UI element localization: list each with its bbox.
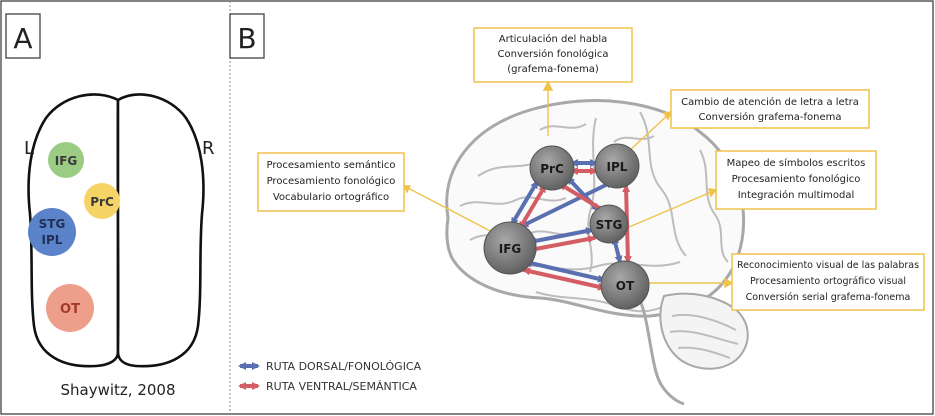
node-prc: PrC	[530, 146, 574, 190]
left-label: L	[24, 138, 34, 159]
callout-ipl-line-1: Cambio de atención de letra a letra	[681, 96, 859, 108]
callout-prc-line-2: Conversión fonológica	[498, 48, 609, 60]
callout-ifg-line-2: Procesamiento fonológico	[267, 175, 396, 187]
node-stg-label: STG	[596, 218, 623, 232]
citation: Shaywitz, 2008	[61, 381, 176, 399]
node-ot: OT	[601, 261, 649, 309]
callout-stg-line-2: Procesamiento fonológico	[732, 173, 861, 185]
callout-ot: Reconocimiento visual de las palabras Pr…	[732, 254, 924, 310]
region-ot: OT	[46, 284, 94, 332]
leader-ifg-arrowhead	[404, 186, 410, 192]
region-stg-ipl: STG IPL	[28, 208, 76, 256]
panel-b-letter-box: B	[230, 14, 264, 58]
callout-ot-line-1: Reconocimiento visual de las palabras	[737, 260, 919, 271]
legend-ventral-label: RUTA VENTRAL/SEMÁNTICA	[266, 380, 417, 393]
node-ipl: IPL	[595, 144, 639, 188]
panel-a-letter: A	[13, 22, 32, 55]
region-ifg: IFG	[48, 142, 84, 178]
callout-ifg-line-3: Vocabulario ortográfico	[273, 191, 389, 203]
region-ot-label: OT	[60, 302, 80, 317]
panel-a-letter-box: A	[6, 14, 40, 58]
callout-ot-line-2: Procesamiento ortográfico visual	[750, 276, 906, 287]
node-ifg: IFG	[484, 222, 536, 274]
leader-prc-arrowhead	[544, 82, 552, 90]
callout-prc-line-1: Articulación del habla	[499, 33, 607, 45]
region-prc: PrC	[84, 183, 120, 219]
region-prc-label: PrC	[90, 195, 114, 209]
callout-stg: Mapeo de símbolos escritos Procesamiento…	[716, 151, 876, 209]
node-prc-label: PrC	[540, 162, 564, 176]
callout-prc: Articulación del habla Conversión fonoló…	[474, 28, 632, 82]
legend-ventral: RUTA VENTRAL/SEMÁNTICA	[240, 380, 417, 393]
callout-ifg: Procesamiento semántico Procesamiento fo…	[258, 153, 404, 211]
callout-prc-line-3: (grafema-fonema)	[507, 64, 599, 75]
region-ipl-label: IPL	[42, 233, 63, 247]
midline-fissure	[117, 100, 118, 352]
node-ifg-label: IFG	[499, 242, 522, 256]
node-ipl-label: IPL	[607, 160, 628, 174]
callout-stg-line-3: Integración multimodal	[738, 189, 855, 201]
callout-ot-line-3: Conversión serial grafema-fonema	[746, 292, 911, 303]
region-ifg-label: IFG	[55, 154, 78, 168]
node-ot-label: OT	[616, 279, 635, 293]
legend-dorsal-label: RUTA DORSAL/FONOLÓGICA	[266, 360, 422, 373]
region-stg-label: STG	[39, 217, 66, 231]
right-hemisphere	[118, 94, 203, 366]
leader-ot-arrowhead	[725, 279, 732, 287]
node-stg: STG	[590, 205, 628, 243]
legend: RUTA DORSAL/FONOLÓGICA RUTA VENTRAL/SEMÁ…	[240, 360, 422, 393]
callout-ipl-line-2: Conversión grafema-fonema	[699, 111, 842, 123]
right-label: R	[202, 138, 215, 159]
legend-dorsal: RUTA DORSAL/FONOLÓGICA	[240, 360, 422, 373]
callout-ifg-line-1: Procesamiento semántico	[267, 159, 396, 171]
callout-ipl: Cambio de atención de letra a letra Conv…	[671, 90, 869, 128]
callout-stg-line-1: Mapeo de símbolos escritos	[727, 157, 866, 169]
panel-b-letter: B	[237, 22, 256, 55]
